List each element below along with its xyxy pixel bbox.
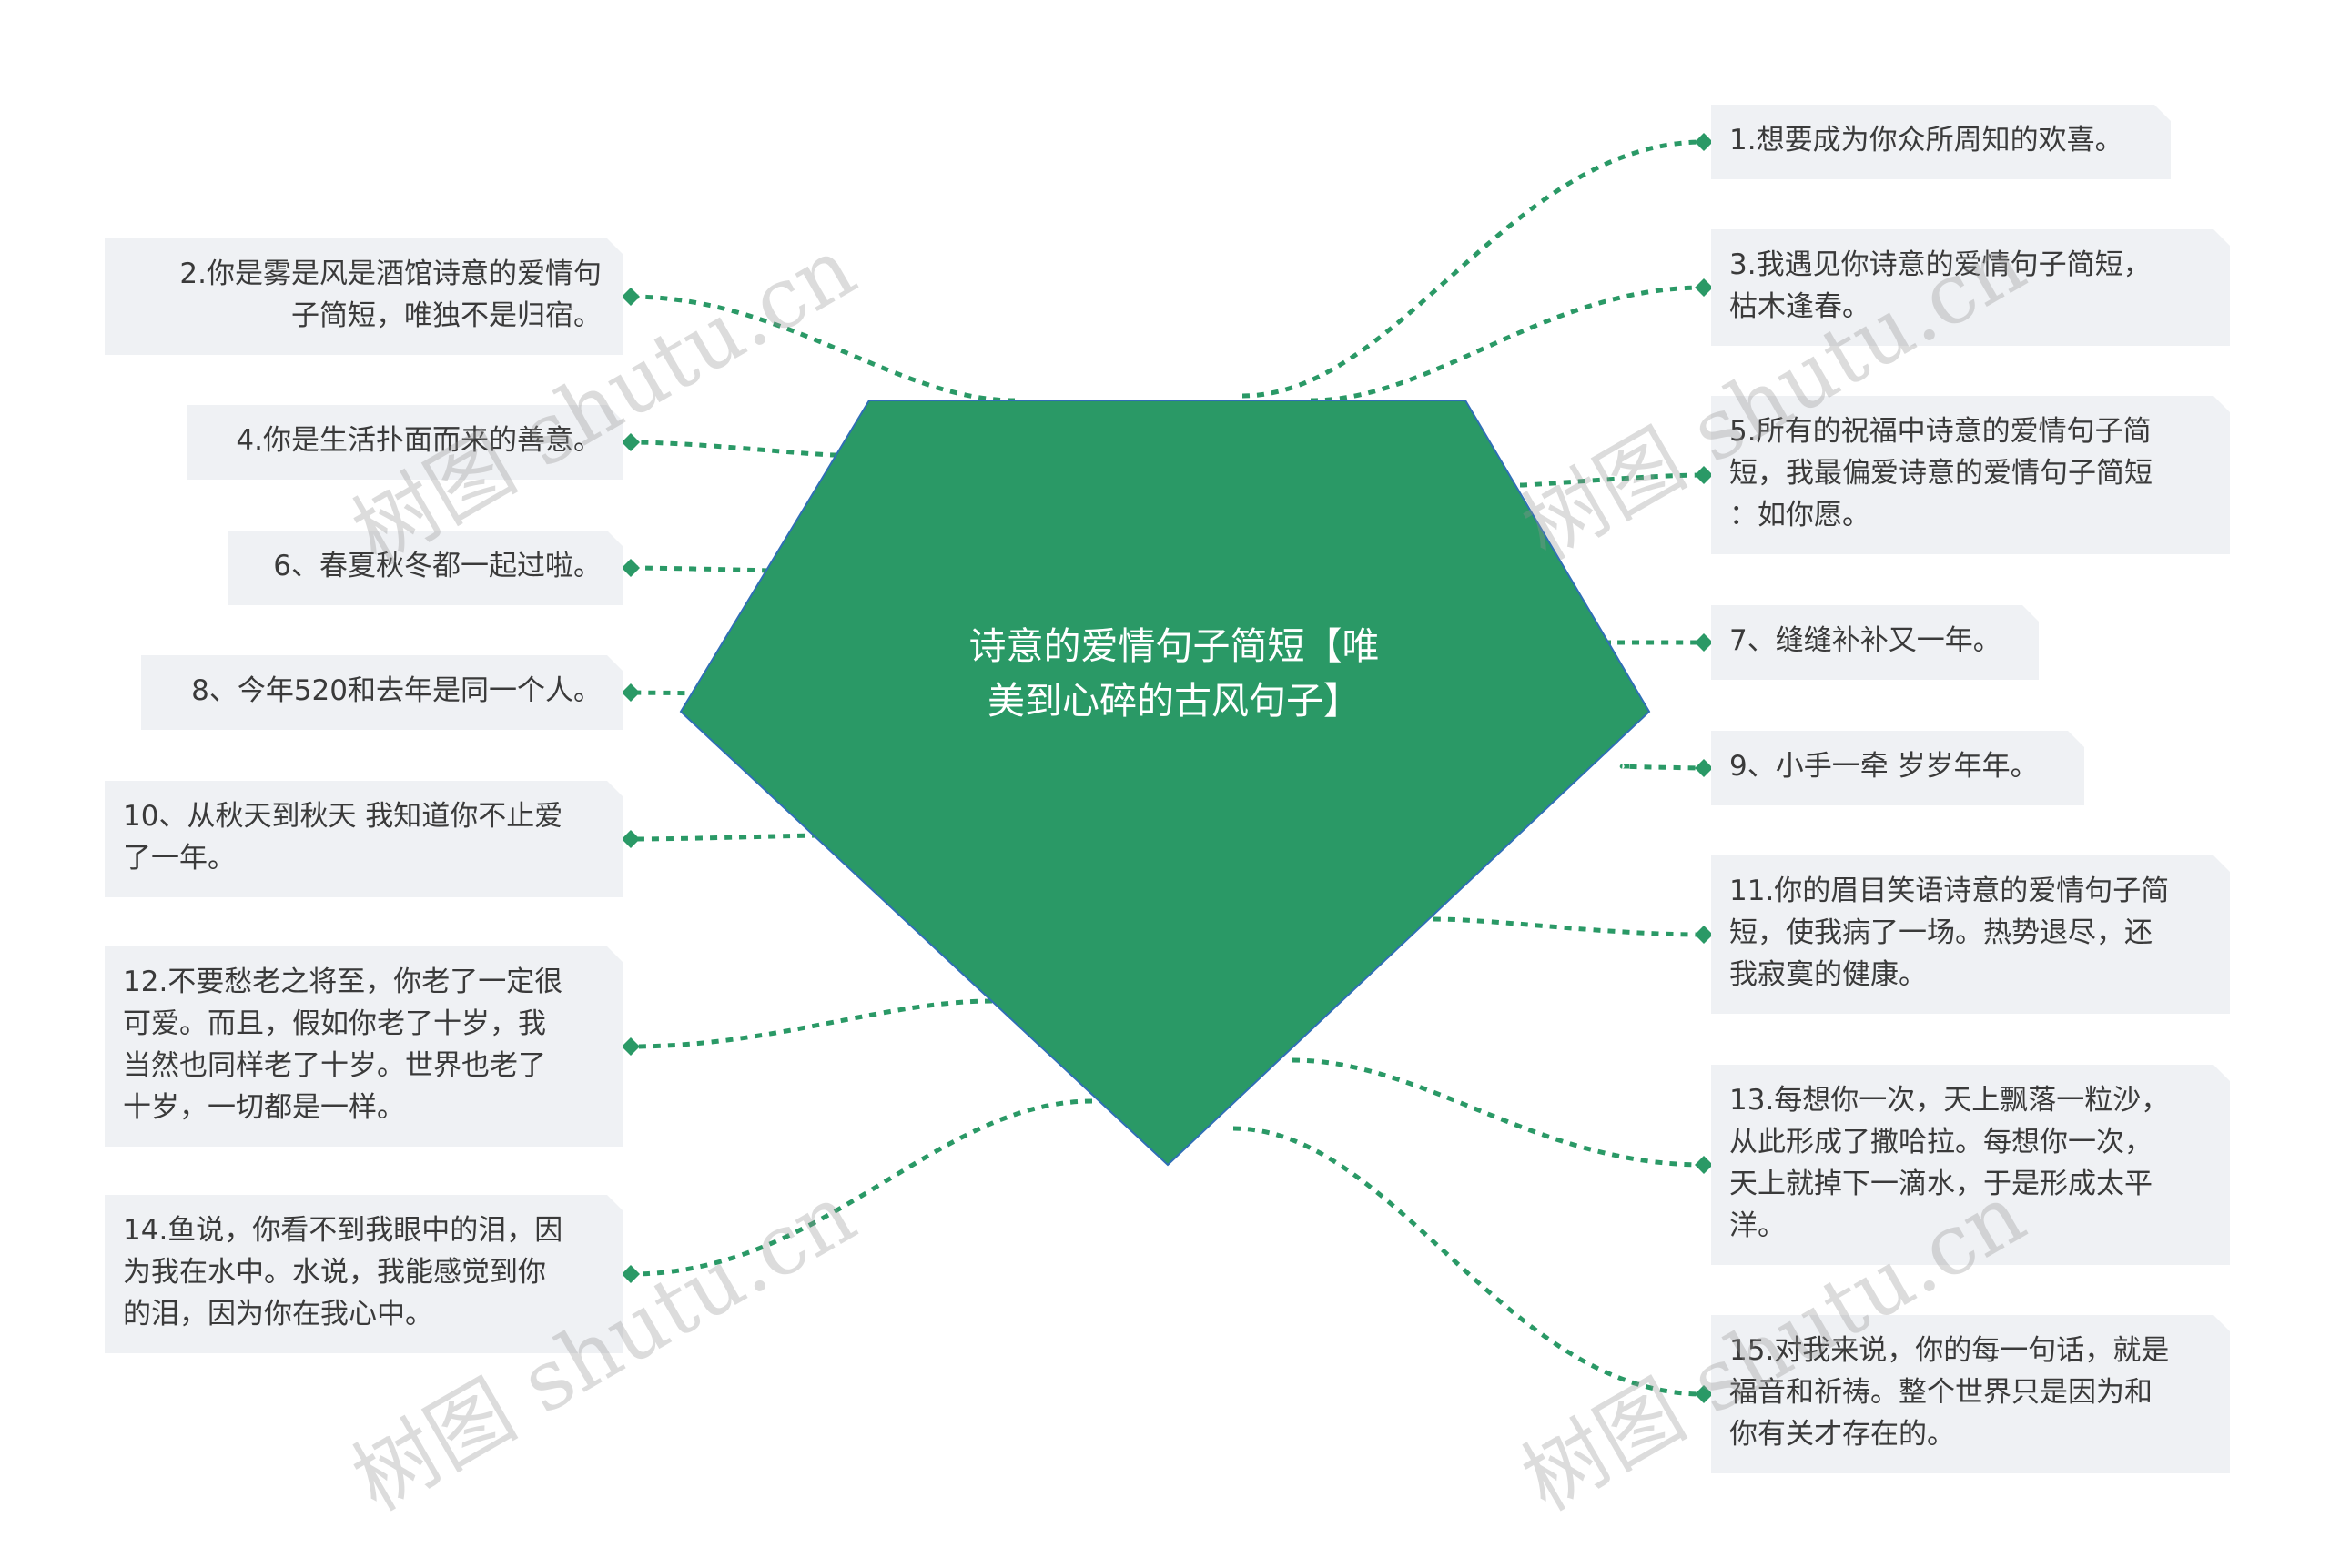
connector-dot-right-1	[1695, 133, 1713, 151]
branch-node-right-3[interactable]: 5.所有的祝福中诗意的爱情句子简 短，我最偏爱诗意的爱情句子简短 ：如你愿。	[1711, 396, 2230, 554]
connector-dot-left-3	[622, 559, 640, 577]
connector-right-3	[1519, 472, 1705, 488]
branch-node-right-1[interactable]: 1.想要成为你众所周知的欢喜。	[1711, 105, 2171, 179]
branch-node-right-4[interactable]: 7、缝缝补补又一年。	[1711, 605, 2039, 680]
connector-dot-left-2	[622, 433, 640, 451]
connector-right-1	[1241, 139, 1705, 399]
connector-dot-left-4	[622, 683, 640, 702]
connector-right-2	[1310, 285, 1705, 403]
connector-right-6	[1433, 916, 1705, 937]
central-topic-title[interactable]: 诗意的爱情句子简短【唯 美到心碎的古风句子】	[968, 624, 1380, 723]
connector-right-8	[1232, 1126, 1705, 1397]
connector-dot-left-5	[622, 830, 640, 848]
connector-right-5	[1619, 764, 1705, 771]
connector-left-5	[630, 833, 820, 842]
branch-node-left-5[interactable]: 10、从秋天到秋天 我知道你不止爱 了一年。	[105, 781, 623, 897]
branch-node-right-7[interactable]: 13.每想你一次，天上飘落一粒沙， 从此形成了撒哈拉。每想你一次， 天上就掉下一…	[1711, 1065, 2230, 1265]
branch-node-left-1[interactable]: 2.你是雾是风是酒馆诗意的爱情句 子简短，唯独不是归宿。	[105, 238, 623, 355]
branch-node-right-6[interactable]: 11.你的眉目笑语诗意的爱情句子简 短，使我病了一场。热势退尽，还 我寂寞的健康…	[1711, 855, 2230, 1014]
branch-node-right-5[interactable]: 9、小手一牵 岁岁年年。	[1711, 731, 2084, 805]
branch-node-left-4[interactable]: 8、今年520和去年是同一个人。	[141, 655, 623, 730]
connector-left-6	[630, 998, 993, 1049]
connector-dot-right-8	[1695, 1385, 1713, 1403]
connector-dot-right-3	[1695, 466, 1713, 484]
connector-dot-right-5	[1695, 759, 1713, 777]
central-topic-shape[interactable]	[679, 400, 1651, 1167]
connector-dot-right-7	[1695, 1156, 1713, 1174]
branch-node-left-2[interactable]: 4.你是生活扑面而来的善意。	[187, 405, 623, 480]
branch-node-right-8[interactable]: 15.对我来说，你的每一句话，就是 福音和祈祷。整个世界只是因为和 你有关才存在…	[1711, 1315, 2230, 1473]
connector-left-3	[630, 565, 772, 573]
connector-dot-right-2	[1695, 278, 1713, 297]
connector-dot-left-1	[622, 288, 640, 306]
branch-node-left-7[interactable]: 14.鱼说，你看不到我眼中的泪，因 为我在水中。水说，我能感觉到你 的泪，因为你…	[105, 1195, 623, 1353]
connector-left-2	[630, 440, 838, 458]
branch-node-left-6[interactable]: 12.不要愁老之将至，你老了一定很 可爱。而且，假如你老了十岁，我 当然也同样老…	[105, 946, 623, 1147]
connector-dot-right-6	[1695, 926, 1713, 944]
connector-left-1	[630, 294, 1016, 403]
connector-left-7	[630, 1098, 1093, 1277]
connector-dot-left-7	[622, 1265, 640, 1283]
connector-right-7	[1292, 1057, 1705, 1168]
connector-dot-right-4	[1695, 633, 1713, 652]
branch-node-left-3[interactable]: 6、春夏秋冬都一起过啦。	[228, 531, 623, 605]
branch-node-right-2[interactable]: 3.我遇见你诗意的爱情句子简短， 枯木逢春。	[1711, 229, 2230, 346]
connector-dot-left-6	[622, 1037, 640, 1056]
